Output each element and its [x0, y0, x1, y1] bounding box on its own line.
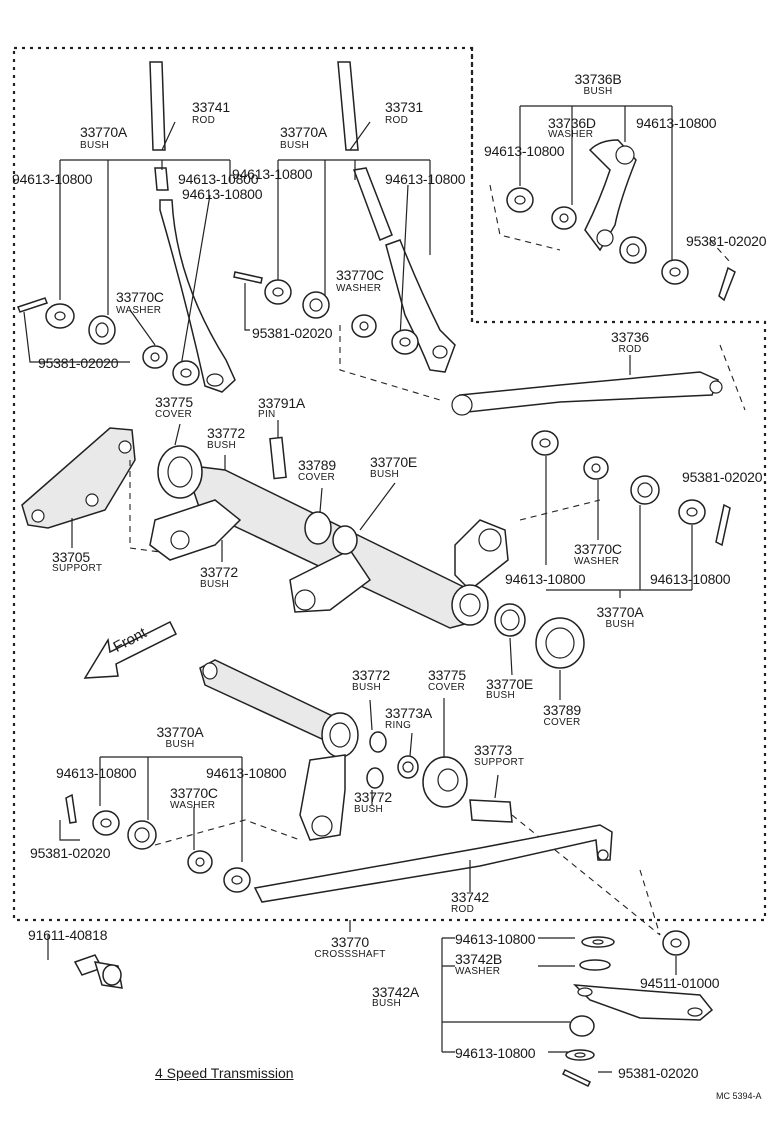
- label-33736b-name: BUSH: [583, 86, 613, 97]
- label-33770a-4-name: BUSH: [165, 739, 195, 750]
- label-n2: 94613-10800: [178, 171, 259, 187]
- label-33770c-2-name: WASHER: [336, 283, 382, 294]
- label-33741-name: ROD: [192, 115, 216, 126]
- label-n12: 94613-10800: [455, 931, 536, 947]
- label-33789-2-name: COVER: [543, 717, 581, 728]
- label-33736-name: ROD: [618, 344, 642, 355]
- label-33775-1-name: COVER: [155, 409, 193, 420]
- label-33770a-4-no: 33770A: [156, 724, 204, 740]
- label-33705-no: 33705: [52, 549, 90, 565]
- label-33772-2-no: 33772: [200, 564, 238, 580]
- label-33705-name: SUPPORT: [52, 563, 103, 574]
- label-33770e-2-no: 33770E: [486, 676, 534, 692]
- label-33742-no: 33742: [451, 889, 489, 905]
- label-33789-1-name: COVER: [298, 472, 336, 483]
- label-33773-no: 33773: [474, 742, 512, 758]
- label-33770c-3-name: WASHER: [574, 556, 620, 567]
- label-33773a-no: 33773A: [385, 705, 433, 721]
- label-33772-3-no: 33772: [352, 667, 390, 683]
- diagram-code: MC 5394-A: [716, 1091, 762, 1101]
- label-33772-2-name: BUSH: [200, 579, 229, 590]
- label-33773a-name: RING: [385, 720, 412, 731]
- label-33770e-1-name: BUSH: [370, 469, 399, 480]
- label-n8: 94613-10800: [505, 571, 586, 587]
- label-33789-1-no: 33789: [298, 457, 336, 473]
- label-33770c-2-no: 33770C: [336, 267, 384, 283]
- label-33775-2-name: COVER: [428, 682, 466, 693]
- label-s4: 95381-02020: [682, 469, 763, 485]
- label-n11: 94613-10800: [206, 765, 287, 781]
- label-n1: 94613-10800: [12, 171, 93, 187]
- label-33772-4-name: BUSH: [354, 804, 383, 815]
- label-s6: 95381-02020: [618, 1065, 699, 1081]
- crossshaft-lower: [199, 659, 359, 841]
- label-33731-no: 33731: [385, 99, 423, 115]
- label-33775-2-no: 33775: [428, 667, 466, 683]
- label-33736d-no: 33736D: [548, 115, 596, 131]
- label-33731-name: ROD: [385, 115, 409, 126]
- label-33791a-no: 33791A: [258, 395, 306, 411]
- label-n3: 94613-10800: [182, 186, 263, 202]
- label-33770a-2-no: 33770A: [280, 124, 328, 140]
- label-s1: 95381-02020: [38, 355, 119, 371]
- label-s2: 95381-02020: [252, 325, 333, 341]
- label-33773-name: SUPPORT: [474, 757, 525, 768]
- crossshaft-upper: [149, 445, 509, 629]
- label-33770c-4-name: WASHER: [170, 800, 216, 811]
- label-33770c-1-name: WASHER: [116, 305, 162, 316]
- label-w1: 94511-01000: [640, 975, 720, 991]
- label-n10: 94613-10800: [56, 765, 137, 781]
- label-n7: 94613-10800: [484, 143, 565, 159]
- label-33736d-name: WASHER: [548, 129, 594, 140]
- label-33772-4-no: 33772: [354, 789, 392, 805]
- label-s5: 95381-02020: [30, 845, 111, 861]
- label-33736b-no: 33736B: [574, 71, 622, 87]
- diagram-title: 4 Speed Transmission: [155, 1065, 294, 1081]
- label-n9: 94613-10800: [650, 571, 731, 587]
- front-arrow: [83, 620, 178, 679]
- label-33772-3-name: BUSH: [352, 682, 381, 693]
- label-33775-1-no: 33775: [155, 394, 193, 410]
- label-33770-no: 33770: [331, 934, 369, 950]
- label-n5: 94613-10800: [385, 171, 466, 187]
- label-33789-2-no: 33789: [543, 702, 581, 718]
- support-33705: [21, 427, 136, 529]
- label-n4: 94613-10800: [232, 166, 313, 182]
- label-33742a-no: 33742A: [372, 984, 420, 1000]
- label-33791a-name: PIN: [258, 409, 276, 420]
- label-33742b-name: WASHER: [455, 966, 501, 977]
- label-33770e-1-no: 33770E: [370, 454, 418, 470]
- label-33770c-3-no: 33770C: [574, 541, 622, 557]
- label-33770a-1-name: BUSH: [80, 140, 109, 151]
- label-33770c-4-no: 33770C: [170, 785, 218, 801]
- label-s3: 95381-02020: [686, 233, 767, 249]
- label-33772-1-name: BUSH: [207, 440, 236, 451]
- label-33772-1-no: 33772: [207, 425, 245, 441]
- label-33742b-no: 33742B: [455, 951, 503, 967]
- label-33770-name: CROSSSHAFT: [314, 949, 386, 960]
- label-33770a-3-name: BUSH: [605, 619, 635, 630]
- label-33770a-1-no: 33770A: [80, 124, 128, 140]
- label-33770a-3-no: 33770A: [596, 604, 644, 620]
- label-33736-no: 33736: [611, 329, 649, 345]
- label-33742-name: ROD: [451, 904, 475, 915]
- label-33770a-2-name: BUSH: [280, 140, 309, 151]
- label-33742a-name: BUSH: [372, 998, 401, 1009]
- label-bolt: 91611-40818: [28, 927, 108, 943]
- label-33770e-2-name: BUSH: [486, 690, 515, 701]
- label-33770c-1-no: 33770C: [116, 289, 164, 305]
- label-33741-no: 33741: [192, 99, 230, 115]
- label-n1b: 94613-10800: [455, 1045, 536, 1061]
- label-n6: 94613-10800: [636, 115, 717, 131]
